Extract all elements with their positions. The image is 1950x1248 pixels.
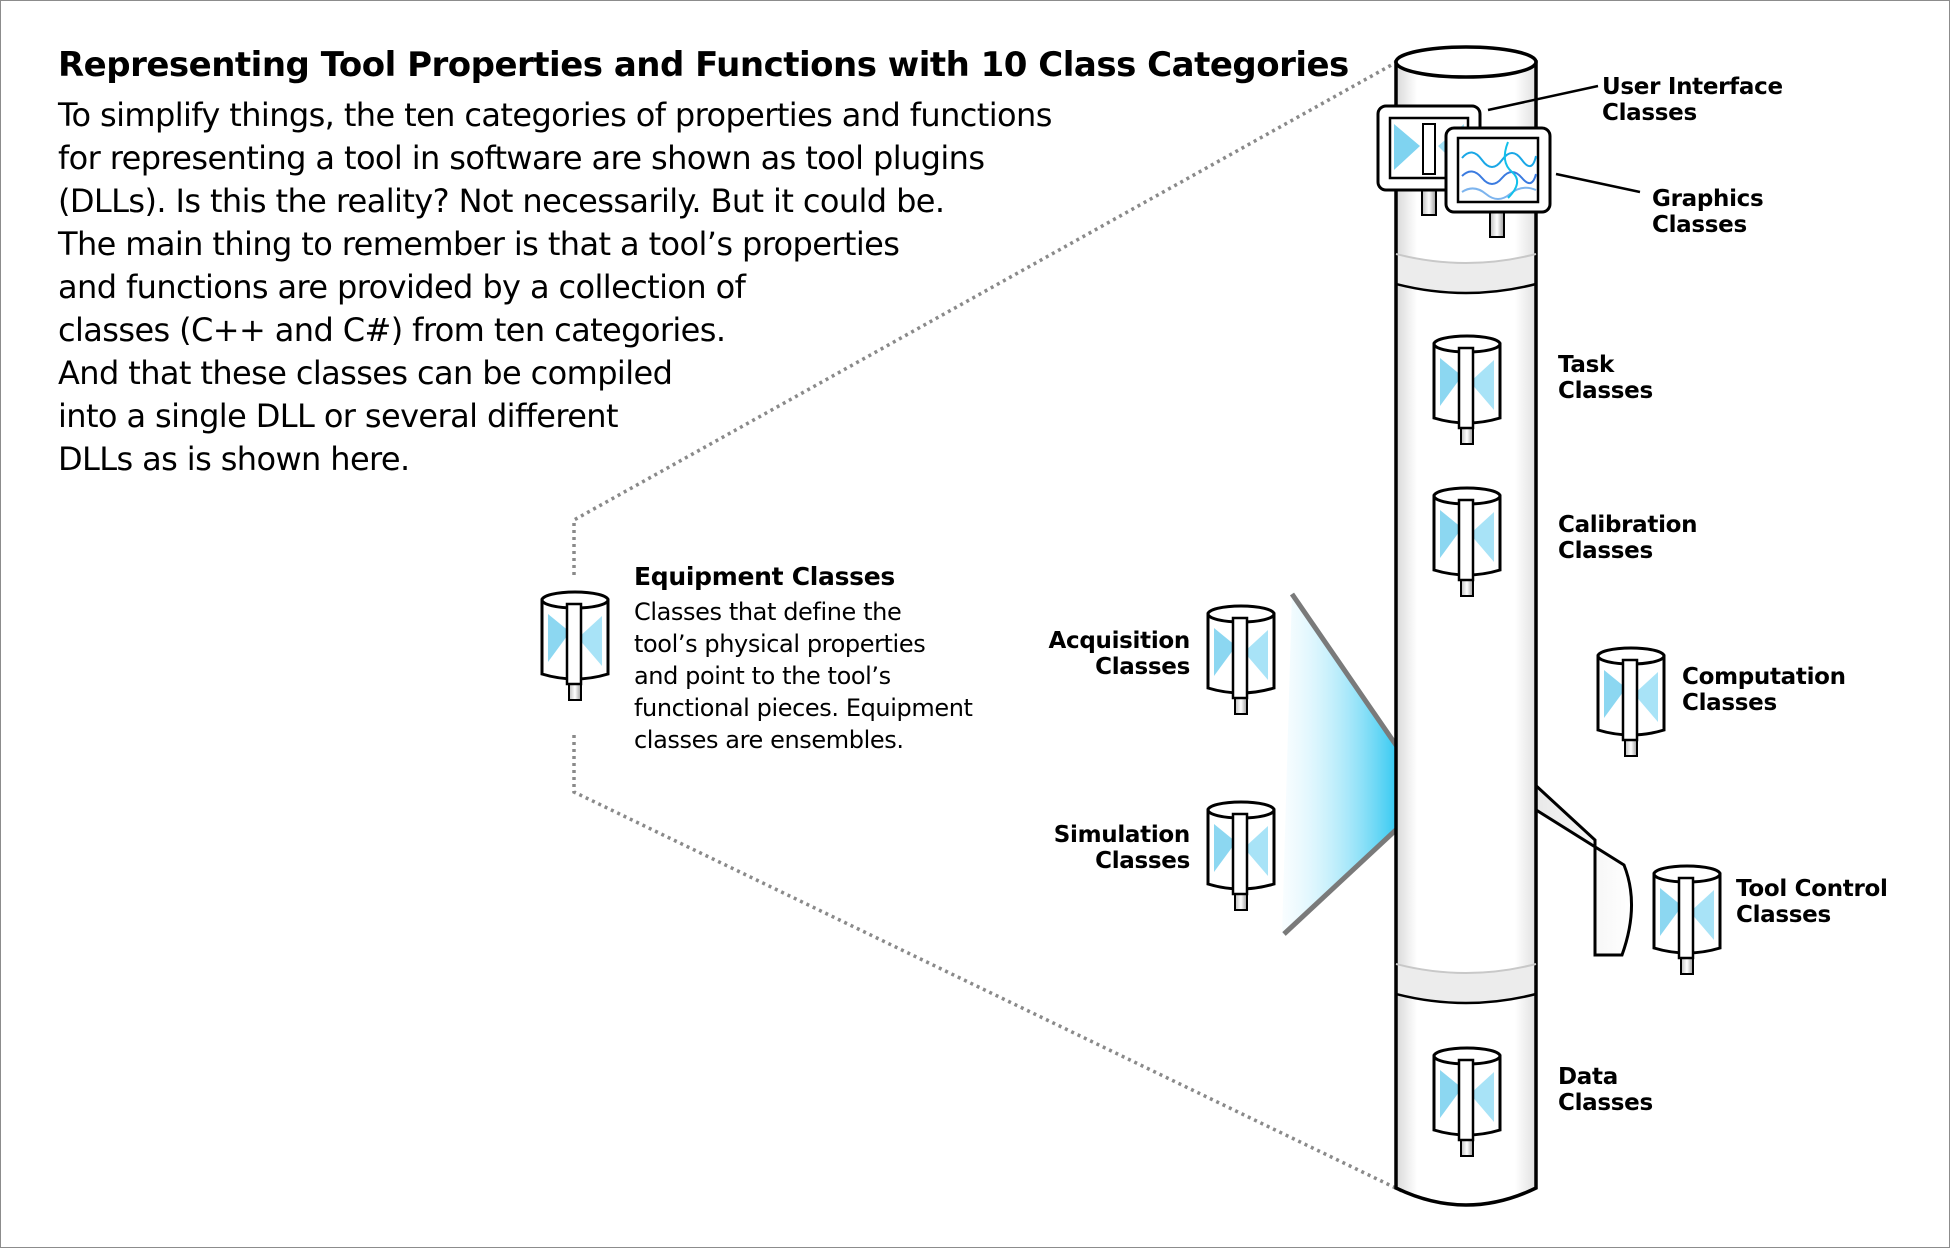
equipment-description-line: and point to the tool’s (634, 662, 891, 690)
label-line: Graphics (1652, 186, 1764, 212)
waveform-plugin-icon (1444, 126, 1552, 238)
label-line: Acquisition (1048, 628, 1191, 654)
intro-line: And that these classes can be compiled (58, 354, 673, 392)
equipment-description: Classes that define the tool’s physical … (634, 596, 973, 756)
plugin-column (1394, 45, 1538, 1207)
label-line: Classes (1736, 902, 1831, 928)
simulation-plugin-icon (1206, 800, 1276, 912)
label-line: Classes (1652, 212, 1747, 238)
label-line: Computation (1682, 664, 1846, 690)
label-line: User Interface (1602, 74, 1783, 100)
tool-control-arm (1530, 778, 1633, 957)
label-line: Task (1558, 352, 1615, 378)
equipment-description-line: tool’s physical properties (634, 630, 926, 658)
intro-line: To simplify things, the ten categories o… (58, 96, 1052, 134)
acquisition-label: Acquisition Classes (1010, 628, 1191, 680)
label-line: Classes (1682, 690, 1777, 716)
tool-control-label: Tool Control Classes (1736, 876, 1888, 928)
intro-line: The main thing to remember is that a too… (58, 225, 900, 263)
equipment-heading: Equipment Classes (634, 562, 895, 591)
label-line: Classes (1558, 538, 1653, 564)
intro-line: and functions are provided by a collecti… (58, 268, 746, 306)
acquisition-plugin-icon (1206, 604, 1276, 716)
intro-paragraph: To simplify things, the ten categories o… (58, 94, 1052, 481)
graphics-label: Graphics Classes (1652, 186, 1764, 238)
equipment-description-line: Classes that define the (634, 598, 902, 626)
label-line: Tool Control (1736, 876, 1888, 902)
equipment-description-line: functional pieces. Equipment (634, 694, 973, 722)
label-line: Data (1558, 1064, 1618, 1090)
task-label: Task Classes (1558, 352, 1653, 404)
label-line: Classes (1602, 100, 1697, 126)
equipment-plugin-icon (540, 590, 610, 702)
intro-line: into a single DLL or several different (58, 397, 619, 435)
perspective-line-bottom (572, 735, 1405, 1194)
label-line: Classes (1558, 1090, 1653, 1116)
intro-line: classes (C++ and C#) from ten categories… (58, 311, 726, 349)
label-line: Classes (1095, 848, 1190, 874)
label-line: Simulation (1053, 822, 1191, 848)
tool-control-plugin-icon (1652, 864, 1722, 976)
diagram-title: Representing Tool Properties and Functio… (58, 45, 1349, 85)
intro-line: (DLLs). Is this the reality? Not necessa… (58, 182, 945, 220)
intro-line: for representing a tool in software are … (58, 139, 985, 177)
user-interface-label: User Interface Classes (1602, 74, 1783, 126)
computation-label: Computation Classes (1682, 664, 1846, 716)
data-label: Data Classes (1558, 1064, 1653, 1116)
intro-line: DLLs as is shown here. (58, 440, 410, 478)
perspective-line-top (572, 56, 1405, 575)
computation-plugin-icon (1596, 646, 1666, 758)
equipment-description-line: classes are ensembles. (634, 726, 904, 754)
calibration-label: Calibration Classes (1558, 512, 1698, 564)
label-line: Calibration (1558, 512, 1698, 538)
label-line: Classes (1558, 378, 1653, 404)
signal-beam (1282, 592, 1400, 936)
label-line: Classes (1095, 654, 1190, 680)
simulation-label: Simulation Classes (1010, 822, 1191, 874)
